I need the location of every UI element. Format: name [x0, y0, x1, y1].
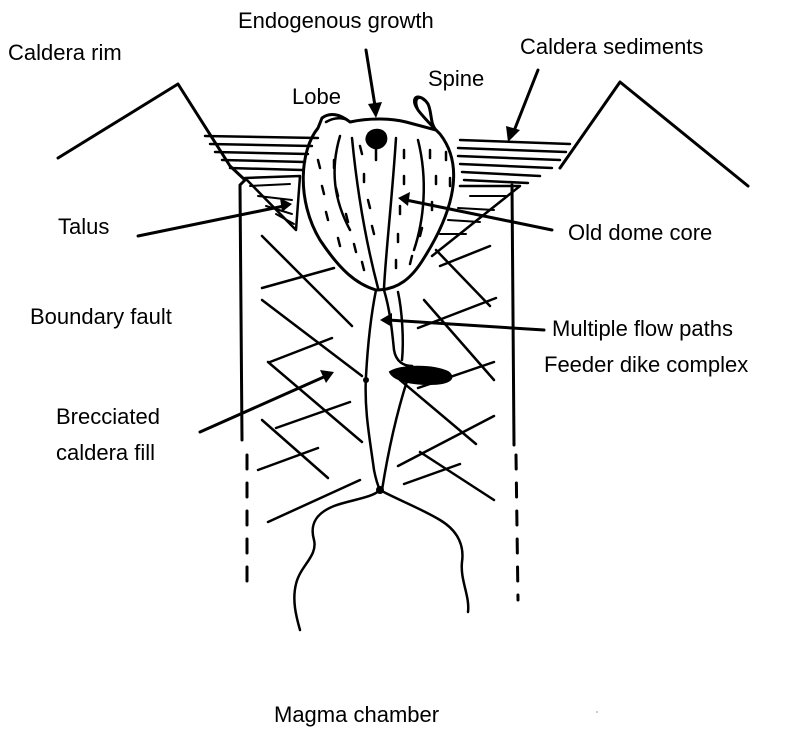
label-endogenous-growth: Endogenous growth [238, 8, 434, 34]
label-multiple-flow-paths: Multiple flow paths [552, 316, 733, 342]
lava-dome [303, 97, 453, 290]
label-talus: Talus [58, 214, 109, 240]
label-caldera-sediments: Caldera sediments [520, 34, 703, 60]
label-magma-chamber: Magma chamber [274, 702, 439, 728]
speck [596, 711, 598, 713]
label-old-dome-core: Old dome core [568, 220, 712, 246]
caldera-sediments-layers [205, 136, 570, 183]
caldera-rim-outline [58, 82, 748, 186]
label-spine: Spine [428, 66, 484, 92]
label-caldera-rim: Caldera rim [8, 40, 122, 66]
boundary-faults [240, 180, 518, 600]
label-brecciated: Brecciated [56, 404, 160, 430]
label-caldera-fill: caldera fill [56, 440, 155, 466]
label-boundary-fault: Boundary fault [30, 304, 172, 330]
label-lobe: Lobe [292, 84, 341, 110]
label-feeder-dike-complex: Feeder dike complex [544, 352, 748, 378]
magma-chamber-outline [294, 490, 468, 630]
